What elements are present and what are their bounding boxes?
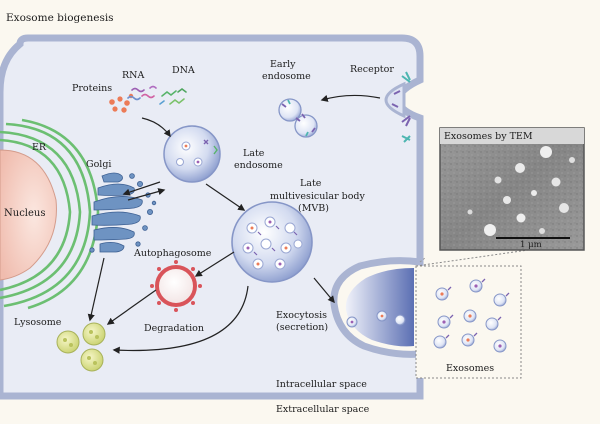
- label-proteins: Proteins: [72, 83, 112, 94]
- multivesicular-body: [231, 201, 313, 283]
- tem-title: Exosomes by TEM: [444, 131, 533, 142]
- label-golgi: Golgi: [86, 159, 111, 170]
- tem-image: [439, 127, 585, 251]
- nucleus: [0, 149, 57, 281]
- exosomes-cluster: [346, 278, 510, 353]
- exocytosis-bud: [345, 268, 414, 347]
- label-extracellular-space: Extracellular space: [276, 404, 370, 415]
- label-nucleus: Nucleus: [4, 208, 45, 219]
- label-er: ER: [32, 142, 47, 153]
- label-late-endosome-1: Late: [243, 148, 265, 159]
- lysosomes: [56, 322, 106, 372]
- label-mvb-1: Late: [300, 178, 322, 189]
- label-early-endosome-2: endosome: [262, 71, 311, 82]
- label-rna: RNA: [122, 70, 144, 81]
- label-exosomes: Exosomes: [446, 363, 494, 374]
- label-late-endosome-2: endosome: [234, 160, 283, 171]
- tem-scale-label: 1 μm: [520, 240, 542, 250]
- autophagosome: [150, 260, 202, 312]
- label-mvb-2: multivesicular body: [270, 191, 366, 202]
- endoplasmic-reticulum: [0, 118, 100, 310]
- label-autophagosome: Autophagosome: [133, 248, 212, 259]
- label-degradation: Degradation: [144, 323, 204, 334]
- label-receptor: Receptor: [350, 64, 394, 75]
- proteins-cluster: [109, 93, 134, 113]
- late-endosome: [163, 125, 221, 183]
- dna-strands: [159, 88, 187, 105]
- label-intracellular-space: Intracellular space: [276, 379, 367, 390]
- label-early-endosome-1: Early: [270, 59, 296, 70]
- label-exocytosis-1: Exocytosis: [276, 310, 327, 321]
- rna-strands: [127, 85, 157, 101]
- early-endosome: [278, 98, 318, 138]
- diagram-title: Exosome biogenesis: [6, 12, 114, 24]
- label-exocytosis-2: (secretion): [276, 322, 328, 333]
- label-dna: DNA: [172, 65, 195, 76]
- label-mvb-3: (MVB): [298, 203, 329, 214]
- receptors: [391, 71, 411, 143]
- label-lysosome: Lysosome: [14, 317, 62, 328]
- pathway-arrows: [87, 94, 381, 354]
- golgi-apparatus: [89, 172, 157, 253]
